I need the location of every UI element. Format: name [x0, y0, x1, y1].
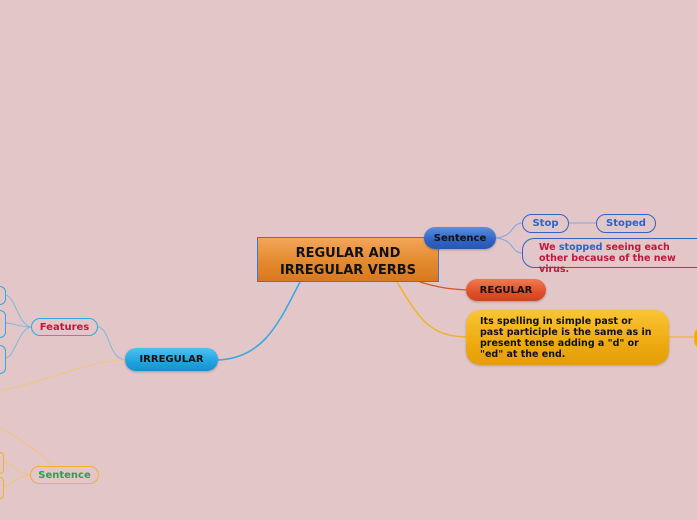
- example-sentence-node[interactable]: We stopped seeing each other because of …: [522, 238, 697, 275]
- features-node-label: Features: [39, 321, 90, 333]
- offscreen-sentence-stub: [0, 477, 4, 499]
- regular-definition-node[interactable]: Its spelling in simple past or past part…: [466, 310, 669, 365]
- irregular-node[interactable]: IRREGULAR: [125, 348, 218, 371]
- stoped-node[interactable]: Stoped: [596, 214, 656, 233]
- irregular-sentence-label: Sentence: [38, 469, 91, 481]
- irregular-sentence-node[interactable]: Sentence: [30, 466, 99, 484]
- regular-definition-text: Its spelling in simple past or past part…: [480, 316, 652, 360]
- offscreen-feature-stub: [0, 345, 6, 374]
- example-suffix: seeing each other because of the new vir…: [539, 242, 676, 275]
- sentence-node-label: Sentence: [433, 232, 487, 244]
- offscreen-feature-stub: [0, 310, 6, 338]
- regular-node-label: REGULAR: [479, 284, 533, 296]
- offscreen-sentence-stub: [0, 452, 4, 474]
- central-topic-line1: REGULAR AND: [295, 246, 401, 261]
- features-node[interactable]: Features: [31, 318, 98, 336]
- stop-node-label: Stop: [532, 218, 559, 229]
- offscreen-feature-stub: [0, 286, 6, 305]
- irregular-node-label: IRREGULAR: [139, 354, 204, 365]
- sentence-node[interactable]: Sentence: [424, 227, 496, 249]
- example-highlight: stopped: [558, 242, 603, 253]
- example-prefix: We: [539, 242, 556, 253]
- central-topic[interactable]: REGULAR AND IRREGULAR VERBS: [257, 237, 439, 282]
- regular-node[interactable]: REGULAR: [466, 279, 546, 301]
- stoped-node-label: Stoped: [606, 218, 646, 229]
- central-topic-line2: IRREGULAR VERBS: [279, 263, 417, 278]
- stop-node[interactable]: Stop: [522, 214, 569, 233]
